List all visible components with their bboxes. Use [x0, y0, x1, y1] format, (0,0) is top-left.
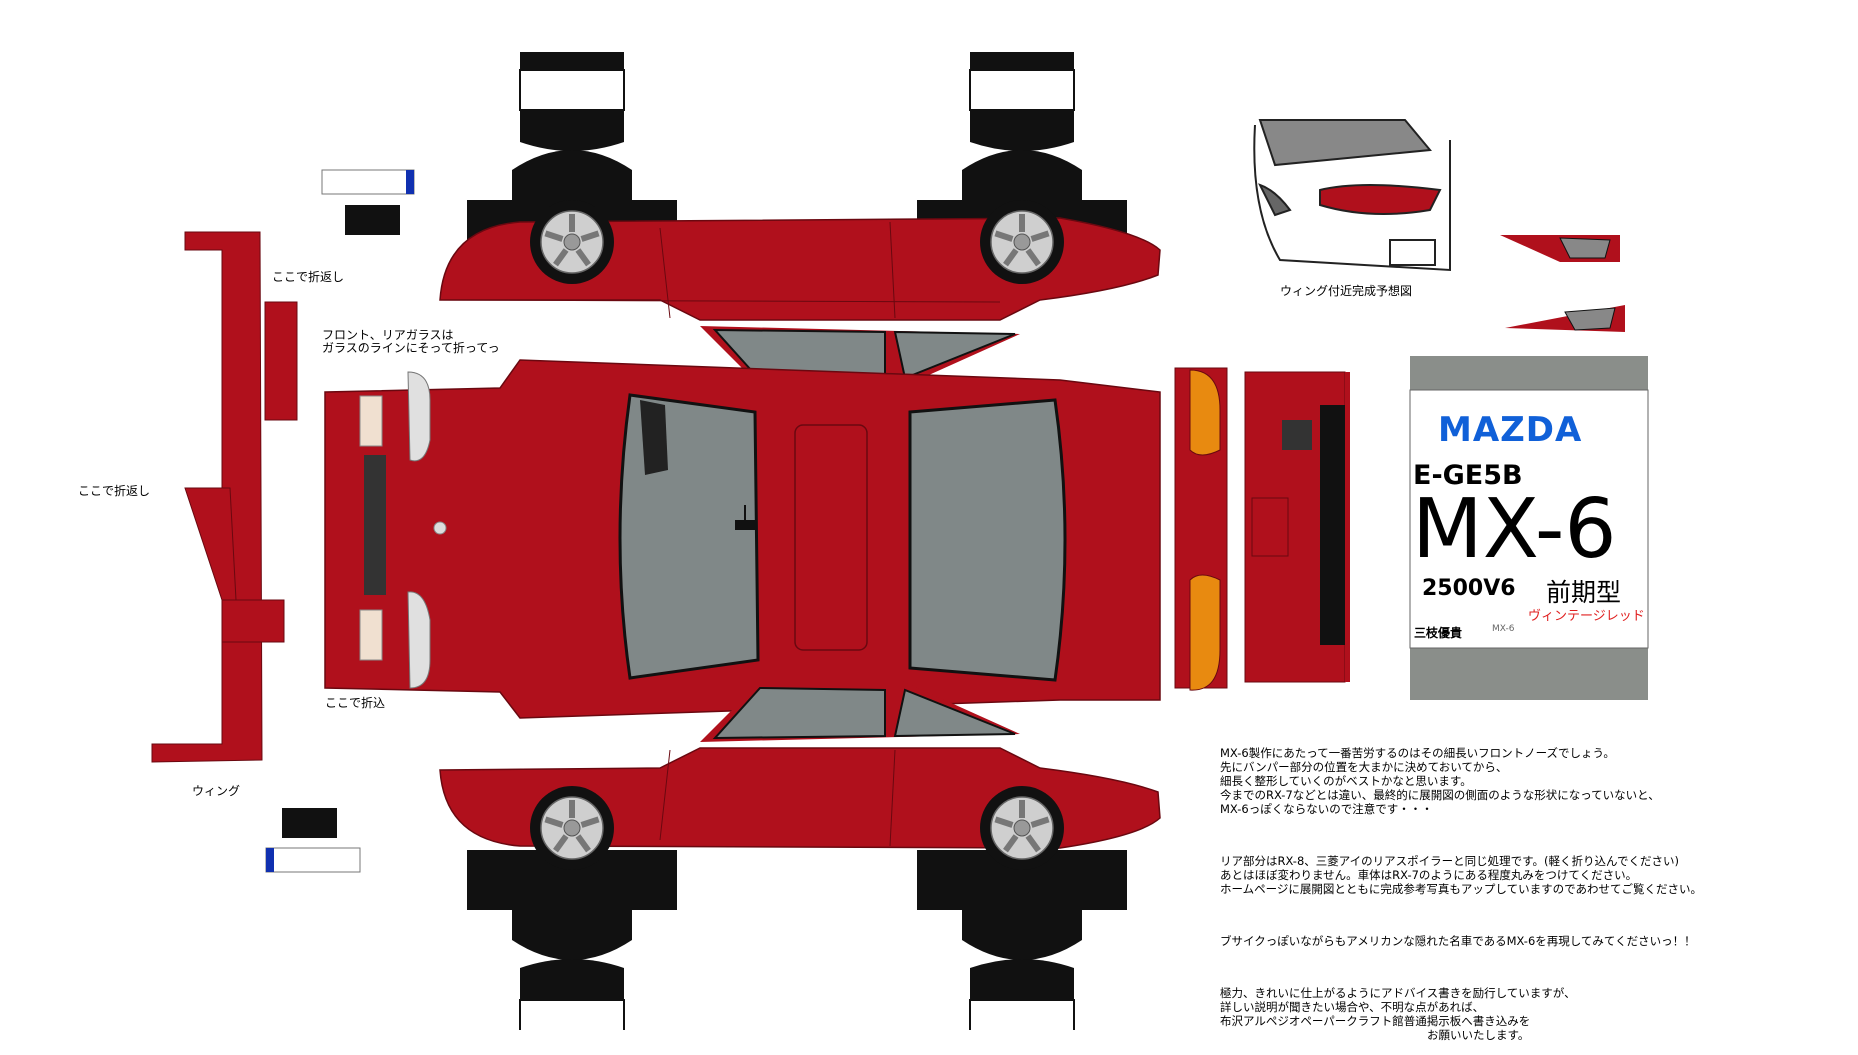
generation-label: 前期型 — [1546, 578, 1622, 607]
author-name: 三枝優貴 — [1414, 626, 1463, 640]
wing-parts — [151, 231, 298, 763]
wing-preview-caption: ウィング付近完成予想図 — [1280, 284, 1413, 298]
build-notes: MX-6製作にあたって一番苦労するのはその細長いフロントノーズでしょう。 先にバ… — [1220, 746, 1702, 1042]
spec-card-text: MAZDA E-GE5B MX-6 2500V6 前期型 ヴィンテージレッド 三… — [1408, 390, 1648, 650]
side-panel-top — [439, 200, 1161, 388]
mirror-parts — [1500, 235, 1625, 332]
model-name: MX-6 — [1412, 482, 1617, 577]
side-panel-bottom — [439, 680, 1161, 870]
mx6-small-logo: MX-6 — [1492, 624, 1515, 634]
black-tab-top — [345, 205, 400, 235]
blue-tab-top — [406, 170, 414, 194]
tire-tab-rear-bottom — [916, 849, 1128, 1030]
glass-fold-note-2: ガラスのラインにそって折ってっ — [322, 341, 500, 355]
wing-label: ウィング — [192, 784, 241, 798]
blue-tab-bottom — [266, 848, 274, 872]
papercraft-sheet — [151, 51, 1649, 1030]
spec-card — [1409, 389, 1649, 649]
model-code: E-GE5B — [1413, 460, 1523, 491]
fold-back-label-left: ここで折返し — [78, 484, 151, 498]
fold-back-label-top: ここで折返し — [272, 270, 345, 284]
glass-fold-note-1: フロント、リアガラスは — [322, 328, 454, 342]
tire-tab-front-bottom — [466, 849, 678, 1030]
wing-preview-sketch — [1253, 119, 1451, 272]
brand-logo: MAZDA — [1438, 410, 1583, 450]
white-tab-top — [321, 169, 415, 195]
color-name: ヴィンテージレッド — [1528, 609, 1645, 624]
fold-in-label: ここで折込 — [325, 696, 386, 710]
rear-panel — [1174, 367, 1350, 691]
black-tab-bottom — [282, 808, 337, 838]
engine-label: 2500V6 — [1422, 576, 1516, 601]
white-tab-bottom — [265, 847, 361, 873]
top-view-body — [324, 359, 1161, 719]
